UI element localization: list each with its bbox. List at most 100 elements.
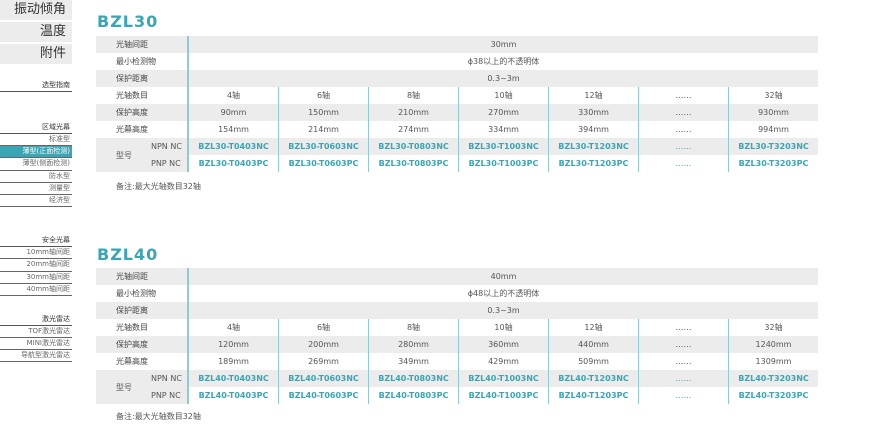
sidebar-section-title[interactable]: 安全光幕 (0, 235, 72, 248)
sidebar-item[interactable]: 测量型 (0, 183, 72, 195)
model-number: BZL40-T1003NC (458, 370, 548, 387)
table-cell: …… (638, 353, 728, 370)
table-cell: 32轴 (728, 319, 818, 336)
sidebar-item[interactable]: MINI激光雷达 (0, 338, 72, 351)
table-cell: 440mm (548, 336, 638, 353)
model-number: BZL30-T1203NC (548, 138, 638, 155)
sidebar-section-title[interactable]: 激光雷达 (0, 314, 72, 326)
table-cell: 330mm (548, 104, 638, 121)
sidebar-top-item[interactable]: 附件 (0, 44, 72, 64)
table-cell: 269mm (278, 353, 368, 370)
model-number: BZL30-T0803NC (368, 138, 458, 155)
sidebar-item[interactable]: 10mm轴间距 (0, 247, 72, 260)
table-cell: …… (638, 87, 728, 104)
sidebar-item[interactable]: 40mm轴间距 (0, 284, 72, 296)
sidebar-item[interactable]: 30mm轴间距 (0, 272, 72, 284)
table-cell: 120mm (218, 340, 249, 349)
table-title: BZL40 (97, 245, 159, 264)
table-cell: …… (638, 319, 728, 336)
row-label: 保护距离 (96, 70, 189, 87)
table-cell: 270mm (458, 104, 548, 121)
sidebar-item[interactable]: 标准型 (0, 134, 72, 147)
row-value: 0.3~3m (487, 74, 520, 83)
model-number: BZL30-T3203NC (728, 138, 818, 155)
table-cell: 994mm (728, 121, 818, 138)
model-label: 型号 (116, 382, 132, 392)
model-number: …… (638, 138, 728, 155)
output-type: NPN NC (151, 374, 182, 383)
row-value: 30mm (490, 40, 517, 49)
sidebar-top-item[interactable]: 振动倾角 (0, 0, 72, 20)
row-label: 光幕高度 (96, 121, 189, 138)
table-cell: 200mm (278, 336, 368, 353)
table-cell: 280mm (368, 336, 458, 353)
table-cell: 349mm (368, 353, 458, 370)
table-row: 保护距离 0.3~3m (96, 70, 818, 87)
sidebar-section-title[interactable]: 区域光幕 (0, 122, 72, 134)
row-label: 光轴间距 (96, 268, 189, 285)
table-cell: 10轴 (458, 319, 548, 336)
sidebar-top-item[interactable]: 温度 (0, 22, 72, 42)
table-cell: 189mm (218, 357, 249, 366)
sidebar: 振动倾角温度附件选型指南区域光幕标准型薄型(正面检测)薄型(侧面检测)防水型测量… (0, 0, 72, 363)
sidebar-item[interactable]: 薄型(侧面检测) (0, 158, 72, 171)
row-label: 光轴数目 (96, 319, 189, 336)
model-number: BZL30-T0403NC (198, 142, 269, 151)
sidebar-section-title[interactable]: 选型指南 (0, 80, 72, 92)
sidebar-item[interactable]: 薄型(正面检测) (0, 146, 72, 159)
model-number: BZL40-T3203PC (728, 387, 818, 404)
table-cell: 210mm (368, 104, 458, 121)
table-cell: 12轴 (548, 319, 638, 336)
table-cell: 394mm (548, 121, 638, 138)
row-label: 最小检测物 (96, 285, 189, 302)
table-cell: 10轴 (458, 87, 548, 104)
table-cell: 90mm (220, 108, 247, 117)
table-cell: 150mm (278, 104, 368, 121)
model-number: …… (638, 155, 728, 172)
model-number: BZL30-T0403PC (198, 159, 269, 168)
sidebar-item[interactable]: 导航型激光雷达 (0, 350, 72, 363)
table-cell: 509mm (548, 353, 638, 370)
table-cell: 274mm (368, 121, 458, 138)
table-cell: 930mm (728, 104, 818, 121)
sidebar-item[interactable]: 20mm轴间距 (0, 259, 72, 272)
table-cell: 429mm (458, 353, 548, 370)
model-number: BZL40-T0603PC (278, 387, 368, 404)
output-type: NPN NC (151, 142, 182, 151)
row-label: 光轴间距 (96, 36, 189, 53)
sidebar-item[interactable]: 防水型 (0, 171, 72, 183)
model-number: BZL40-T0803NC (368, 370, 458, 387)
table-cell: …… (638, 121, 728, 138)
table-cell: 12轴 (548, 87, 638, 104)
model-number: BZL40-T1003PC (458, 387, 548, 404)
sidebar-item[interactable]: TOF激光雷达 (0, 326, 72, 339)
table-cell: 6轴 (278, 87, 368, 104)
sidebar-item[interactable]: 经济型 (0, 195, 72, 208)
table-cell: …… (638, 104, 728, 121)
model-number: BZL30-T0803PC (368, 155, 458, 172)
model-label: 型号 (116, 150, 132, 160)
model-number: BZL40-T3203NC (728, 370, 818, 387)
model-number: BZL40-T1203NC (548, 370, 638, 387)
